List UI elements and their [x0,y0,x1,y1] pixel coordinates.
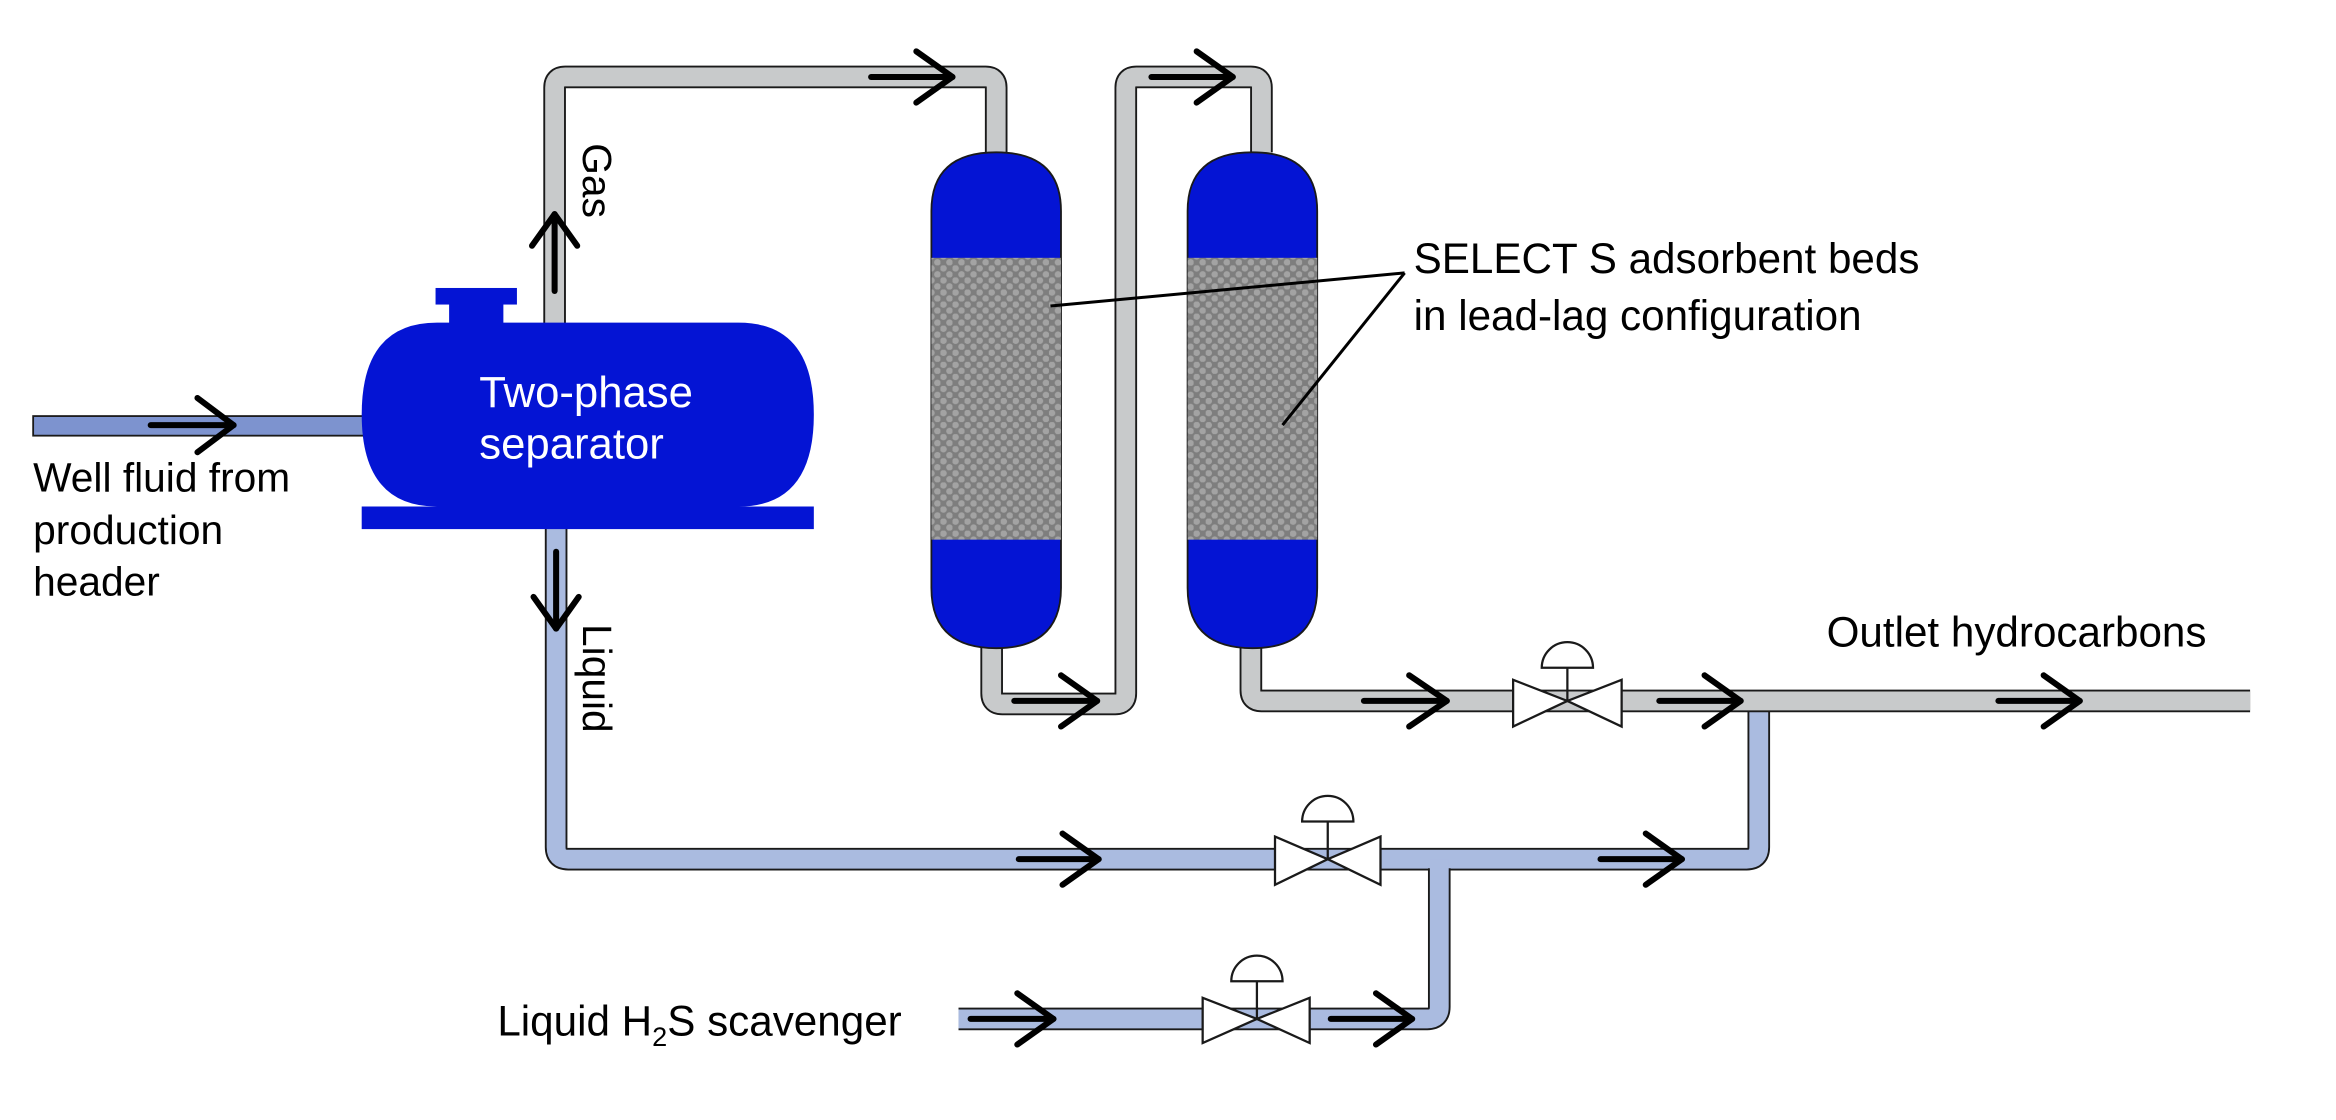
inlet-label-line2: production [33,507,223,553]
arrow-gas-top2-icon [1148,48,1236,106]
bed-leader-lines [1050,271,1406,427]
arrow-gas-top-icon [868,48,956,106]
inlet-label-line1: Well fluid from [33,454,290,500]
beds-label-line1: SELECT S adsorbent beds [1414,235,1920,282]
adsorbent-media [931,257,1061,540]
control-valve-liquid[interactable] [1273,794,1382,887]
gas-pipe-lead-to-lag [980,65,1273,716]
gas-label: Gas [574,143,620,218]
control-valve-scavenger[interactable] [1201,954,1311,1045]
separator-label-line2: separator [479,419,664,468]
arrow-gas-up-icon [528,211,581,294]
beds-label-line2: in lead-lag configuration [1414,292,1862,339]
separator-label-line1: Two-phase [479,368,693,417]
arrow-gas-outlet2-icon [1656,672,1744,730]
two-phase-separator: Two-phase separator [361,287,814,530]
adsorbent-bed-lag [1186,151,1319,650]
arrow-scavenger2-icon [1327,990,1416,1048]
arrow-lead-to-lag-icon [1011,672,1101,730]
arrow-gas-outlet1-icon [1360,672,1450,730]
arrow-liquid1-icon [1015,830,1102,888]
adsorbent-media [1187,257,1318,540]
outlet-pipe [1239,645,2251,713]
arrow-scavenger1-icon [967,990,1057,1048]
scavenger-pipe [958,859,1451,1031]
scavenger-label: Liquid H2S scavenger [497,997,901,1052]
gas-pipe-to-lead-bed [543,65,1008,325]
arrow-outlet-icon [1995,672,2083,730]
flow-arrows [147,48,2083,1048]
liquid-label: Liquid [574,624,620,733]
liquid-pipe [544,527,1771,871]
arrow-inlet-icon [147,394,237,456]
adsorbent-bed-lead [930,151,1062,650]
control-valve-gas-outlet[interactable] [1511,641,1623,729]
arrow-liquid2-icon [1597,830,1685,888]
inlet-label-line3: header [33,558,160,604]
arrow-liquid-down-icon [530,548,582,632]
outlet-label: Outlet hydrocarbons [1827,609,2207,656]
